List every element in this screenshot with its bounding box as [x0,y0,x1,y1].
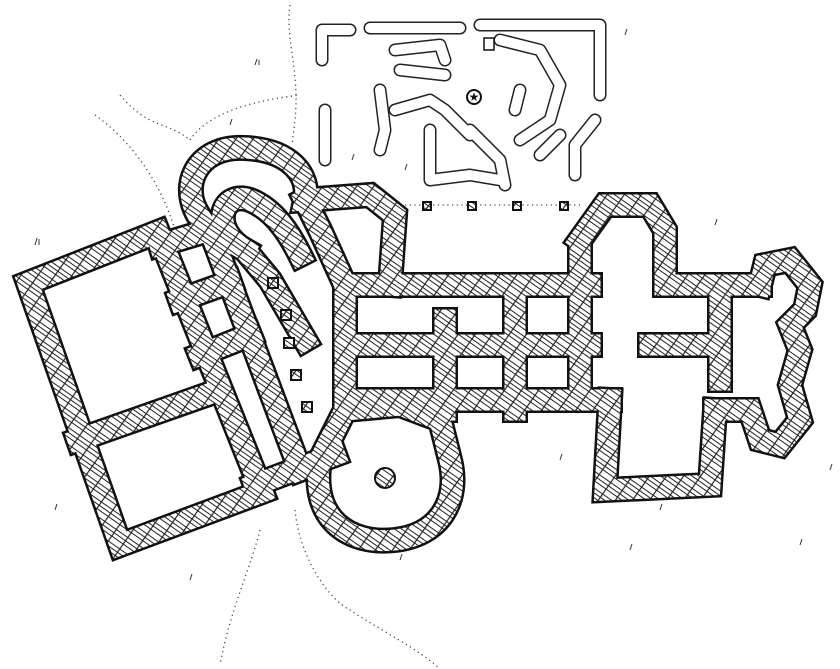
garden-plinth [483,37,495,51]
wall-hatching [593,388,727,502]
fountain [466,89,482,105]
wall-hatching [565,194,771,296]
pillar [512,201,522,211]
wall-hatching [290,185,359,299]
dotted-trails [94,4,580,669]
pillar [301,401,313,413]
trail-line [94,114,176,231]
star-icon: ★ [469,90,480,104]
courtyard-pillars [267,201,569,413]
wall-hatching [64,376,234,454]
pillar [559,201,569,211]
trail-line [288,4,297,146]
castle-walls [11,134,824,562]
pillar [422,201,432,211]
hedge-maze-garden: ★ [315,18,607,192]
trail-line [189,94,301,141]
wall-hatching [308,394,464,552]
tower-pillar [374,467,396,489]
trail-line [294,509,441,669]
grass-tufts [34,28,833,581]
hedge-inner [317,20,605,190]
trail-line [119,94,191,141]
pillar [267,277,279,289]
pillar [467,201,477,211]
pillar [290,369,302,381]
wall-hatching [704,248,822,457]
wall-hatching [212,188,315,270]
pillar [280,309,292,321]
pillar [283,337,295,349]
trail-line [219,529,261,666]
wall-hatching [166,268,264,369]
